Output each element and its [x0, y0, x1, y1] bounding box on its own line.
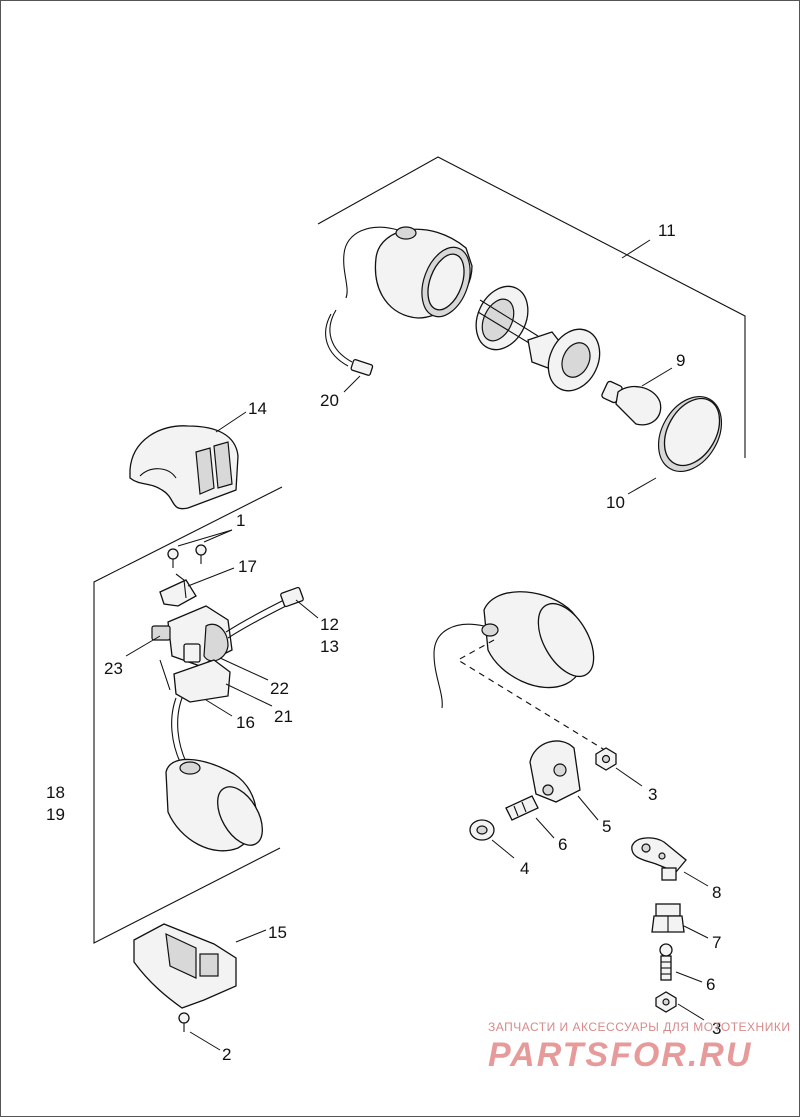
- bulb-socket: [527, 328, 601, 392]
- front-lamp-on-stalk: [165, 697, 263, 852]
- bushing: [469, 819, 495, 841]
- callout-6-lower: 6: [706, 975, 715, 994]
- callout-18: 18: [46, 783, 65, 802]
- callout-16: 16: [236, 713, 255, 732]
- callout-11: 11: [658, 221, 676, 240]
- callout-20: 20: [320, 391, 339, 410]
- callout-21: 21: [274, 707, 293, 726]
- callout-10: 10: [606, 493, 625, 512]
- nut-lower: [655, 991, 677, 1013]
- flat-bracket: [631, 837, 687, 881]
- callout-5: 5: [602, 817, 611, 836]
- lower-switch: [173, 659, 231, 703]
- callout-7: 7: [712, 933, 721, 952]
- mount-block: [529, 740, 581, 803]
- bulb: [601, 380, 662, 426]
- switch-harness-plug: [225, 586, 304, 639]
- callout-12: 12: [320, 615, 339, 634]
- callout-1: 1: [236, 511, 245, 530]
- switch-housing-upper: [129, 425, 239, 510]
- callout-15: 15: [268, 923, 287, 942]
- lens-gasket-ring: [475, 285, 539, 351]
- lamp-housing: [343, 226, 473, 319]
- callout-6-upper: 6: [558, 835, 567, 854]
- watermark-logo: PARTSFOR.RU: [488, 1036, 753, 1074]
- stud-upper: [505, 795, 539, 821]
- group-bracket-18-19: [93, 486, 283, 944]
- callout-19: 19: [46, 805, 65, 824]
- screws-pair: [167, 544, 207, 568]
- callout-2: 2: [222, 1045, 231, 1064]
- callout-14: 14: [248, 399, 267, 418]
- callout-3-lower: 3: [712, 1019, 721, 1038]
- clamp-bracket: [159, 573, 197, 607]
- stud-lower: [659, 943, 673, 981]
- callout-23: 23: [104, 659, 123, 678]
- callout-22: 22: [270, 679, 289, 698]
- watermark-text: ЗАПЧАСТИ И АКСЕССУАРЫ ДЛЯ МОТОТЕХНИКИ: [488, 1020, 791, 1034]
- callout-9: 9: [676, 351, 685, 370]
- callout-13: 13: [320, 637, 339, 656]
- group-bracket-11: [317, 156, 746, 458]
- wire-harness-connector: [325, 309, 374, 376]
- right-turn-lamp: [433, 591, 609, 753]
- callout-labels: 1 2 3 3 4 5 6 6 7 8 9 10 11 12 13 14 15 …: [46, 221, 721, 1064]
- switch-housing-lower: [133, 923, 237, 1009]
- leader-lines: [125, 239, 709, 1051]
- callout-4: 4: [520, 859, 529, 878]
- callout-8: 8: [712, 883, 721, 902]
- lens-cover: [657, 396, 723, 472]
- callout-3-upper: 3: [648, 785, 657, 804]
- screw-bottom: [178, 1012, 190, 1032]
- nut-upper: [595, 747, 617, 771]
- hex-fitting: [651, 903, 685, 933]
- callout-17: 17: [238, 557, 257, 576]
- switch-block: [151, 605, 233, 691]
